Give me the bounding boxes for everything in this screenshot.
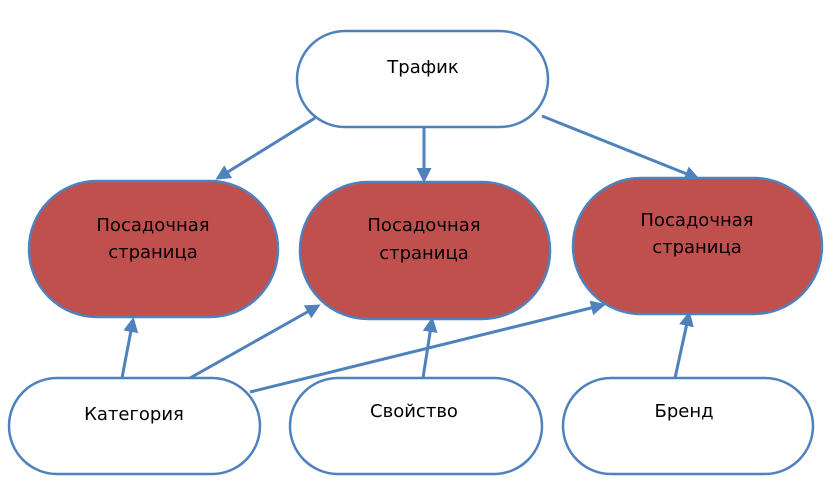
node-property-shape <box>288 376 544 476</box>
node-traffic-label: Трафик <box>386 57 459 78</box>
node-landing-3: Посадочная страница <box>571 176 824 316</box>
node-property: Свойство <box>288 376 544 476</box>
node-landing-2-line2: страница <box>379 243 469 264</box>
edge-category-landing-1 <box>120 317 139 379</box>
edge-brand-landing-3 <box>673 311 694 379</box>
node-category-label: Категория <box>84 404 184 425</box>
node-brand: Бренд <box>561 376 815 476</box>
edge-traffic-landing-1 <box>215 116 316 180</box>
node-brand-label: Бренд <box>654 401 713 422</box>
node-brand-shape <box>561 376 815 476</box>
node-landing-2: Посадочная страница <box>298 180 552 321</box>
node-landing-1-line2: страница <box>108 242 198 263</box>
node-landing-3-shape <box>571 176 824 316</box>
node-property-label: Свойство <box>370 401 458 422</box>
node-landing-3-line1: Посадочная <box>640 210 753 231</box>
node-landing-1-line1: Посадочная <box>96 215 209 236</box>
node-landing-1-shape <box>27 179 280 319</box>
node-landing-1: Посадочная страница <box>27 179 280 319</box>
node-landing-3-line2: страница <box>652 237 742 258</box>
edge-property-landing-2 <box>421 317 438 379</box>
edge-traffic-landing-3 <box>541 114 700 181</box>
edge-category-landing-2 <box>189 304 321 380</box>
node-category: Категория <box>7 376 262 476</box>
edges <box>120 114 700 394</box>
node-landing-2-line1: Посадочная <box>367 215 480 236</box>
node-category-shape <box>7 376 262 476</box>
node-traffic-shape <box>295 29 550 129</box>
node-landing-2-shape <box>298 180 552 321</box>
node-traffic: Трафик <box>295 29 550 129</box>
